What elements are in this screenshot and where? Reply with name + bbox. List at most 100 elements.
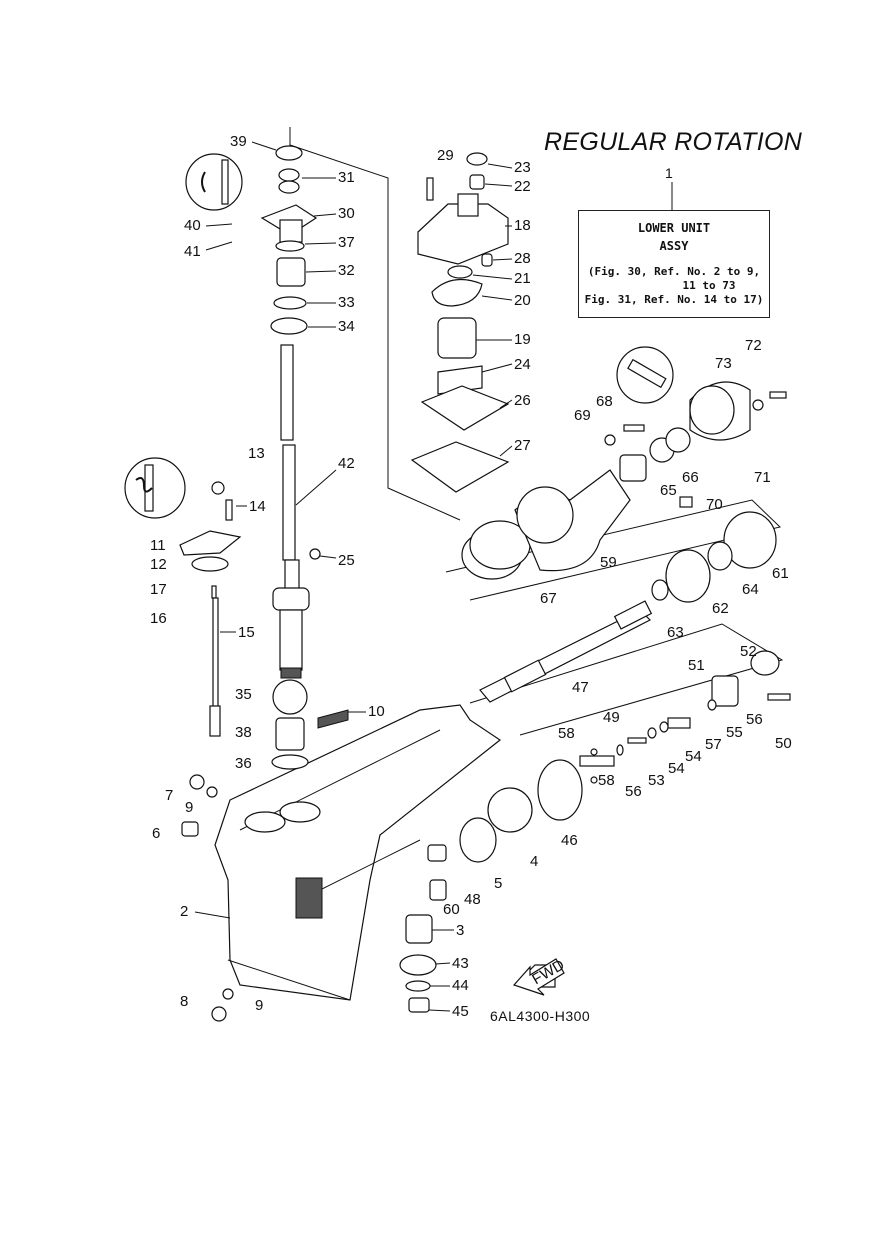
- fwd-arrow-icon: FWD: [512, 956, 568, 996]
- assembly-ref-line3: Fig. 31, Ref. No. 14 to 17): [584, 293, 764, 306]
- assembly-ref-number: 1: [665, 165, 673, 181]
- assembly-ref-line2: 11 to 73: [682, 279, 736, 292]
- callout-65: 65: [660, 482, 677, 499]
- assembly-ref-line1: (Fig. 30, Ref. No. 2 to 9,: [587, 265, 761, 278]
- callout-9-lower: 9: [255, 997, 263, 1014]
- callout-3: 3: [456, 922, 464, 939]
- callout-36: 36: [235, 755, 252, 772]
- propshaft-group-frame: [469, 623, 784, 736]
- detail-c-ring-icon: [201, 171, 206, 193]
- callout-40: 40: [184, 217, 201, 234]
- shift-rod-parts: [179, 481, 242, 737]
- callout-47: 47: [572, 679, 589, 696]
- callout-71: 71: [754, 469, 771, 486]
- callout-48: 48: [464, 891, 481, 908]
- propeller-shaft: [479, 600, 653, 703]
- lower-case-body: [214, 704, 502, 1001]
- callout-21: 21: [514, 270, 531, 287]
- callout-42: 42: [338, 455, 355, 472]
- callout-43: 43: [452, 955, 469, 972]
- callout-52: 52: [740, 643, 757, 660]
- water-pump-parts: [410, 152, 510, 493]
- callout-30: 30: [338, 205, 355, 222]
- callout-55: 55: [726, 724, 743, 741]
- callout-41: 41: [184, 243, 201, 260]
- callout-20: 20: [514, 292, 531, 309]
- callout-9-upper: 9: [185, 799, 193, 816]
- callout-34: 34: [338, 318, 355, 335]
- callout-16: 16: [150, 610, 167, 627]
- callout-28: 28: [514, 250, 531, 267]
- water-pump-group-frame: [289, 127, 461, 521]
- callout-5: 5: [494, 875, 502, 892]
- callout-67: 67: [540, 590, 557, 607]
- callout-17: 17: [150, 581, 167, 598]
- callout-46: 46: [561, 832, 578, 849]
- callout-72: 72: [745, 337, 762, 354]
- callout-25: 25: [338, 552, 355, 569]
- callout-68: 68: [596, 393, 613, 410]
- callout-58-upper: 58: [558, 725, 575, 742]
- callout-73: 73: [715, 355, 732, 372]
- callout-35: 35: [235, 686, 252, 703]
- callout-13: 13: [248, 445, 265, 462]
- callout-59: 59: [600, 554, 617, 571]
- callout-54-left: 54: [668, 760, 685, 777]
- callout-10: 10: [368, 703, 385, 720]
- callout-38: 38: [235, 724, 252, 741]
- detail-circle-shim: [185, 153, 243, 211]
- callout-12: 12: [150, 556, 167, 573]
- assembly-info-box: LOWER UNIT ASSY (Fig. 30, Ref. No. 2 to …: [578, 210, 770, 318]
- callout-62: 62: [712, 600, 729, 617]
- callout-51: 51: [688, 657, 705, 674]
- callout-58-lower: 58: [598, 772, 615, 789]
- callout-45: 45: [452, 1003, 469, 1020]
- misc-small-parts: [181, 548, 349, 1022]
- driveshaft-upper-parts: [260, 145, 318, 335]
- callout-33: 33: [338, 294, 355, 311]
- callout-66: 66: [682, 469, 699, 486]
- callout-6: 6: [152, 825, 160, 842]
- callout-18: 18: [514, 217, 531, 234]
- assembly-name-line1: LOWER UNIT: [637, 221, 711, 235]
- callout-31: 31: [338, 169, 355, 186]
- callout-4: 4: [530, 853, 538, 870]
- diagram-title: REGULAR ROTATION: [544, 128, 803, 156]
- assembly-name-line2: ASSY: [659, 239, 689, 253]
- callout-53: 53: [648, 772, 665, 789]
- callout-60: 60: [443, 901, 460, 918]
- callout-24: 24: [514, 356, 531, 373]
- callout-37: 37: [338, 234, 355, 251]
- callout-19: 19: [514, 331, 531, 348]
- bearing-housing-parts: [461, 381, 787, 603]
- callout-44: 44: [452, 977, 469, 994]
- clutch-parts: [459, 650, 791, 863]
- callout-56-left: 56: [625, 783, 642, 800]
- drawing-code: 6AL4300-H300: [490, 1008, 591, 1024]
- callout-8: 8: [180, 993, 188, 1010]
- callout-39: 39: [230, 133, 247, 150]
- callout-14: 14: [249, 498, 266, 515]
- callout-54-right: 54: [685, 748, 702, 765]
- callout-labels: 39 31 30 37 32 33 34 40 41 42 25 13 14 1…: [150, 133, 792, 1020]
- drive-shaft: [272, 344, 310, 679]
- callout-26: 26: [514, 392, 531, 409]
- callout-27: 27: [514, 437, 531, 454]
- callout-70: 70: [706, 496, 723, 513]
- detail-pin-icon: [221, 159, 229, 205]
- callout-11: 11: [150, 537, 166, 554]
- callout-64: 64: [742, 581, 759, 598]
- callout-2: 2: [180, 903, 188, 920]
- callout-50: 50: [775, 735, 792, 752]
- callout-32: 32: [338, 262, 355, 279]
- callout-23: 23: [514, 159, 531, 176]
- callout-69: 69: [574, 407, 591, 424]
- callout-63: 63: [667, 624, 684, 641]
- callout-49: 49: [603, 709, 620, 726]
- callout-56-right: 56: [746, 711, 763, 728]
- callout-57: 57: [705, 736, 722, 753]
- detail-circle-clip: [124, 457, 186, 519]
- callout-22: 22: [514, 178, 531, 195]
- callout-7: 7: [165, 787, 173, 804]
